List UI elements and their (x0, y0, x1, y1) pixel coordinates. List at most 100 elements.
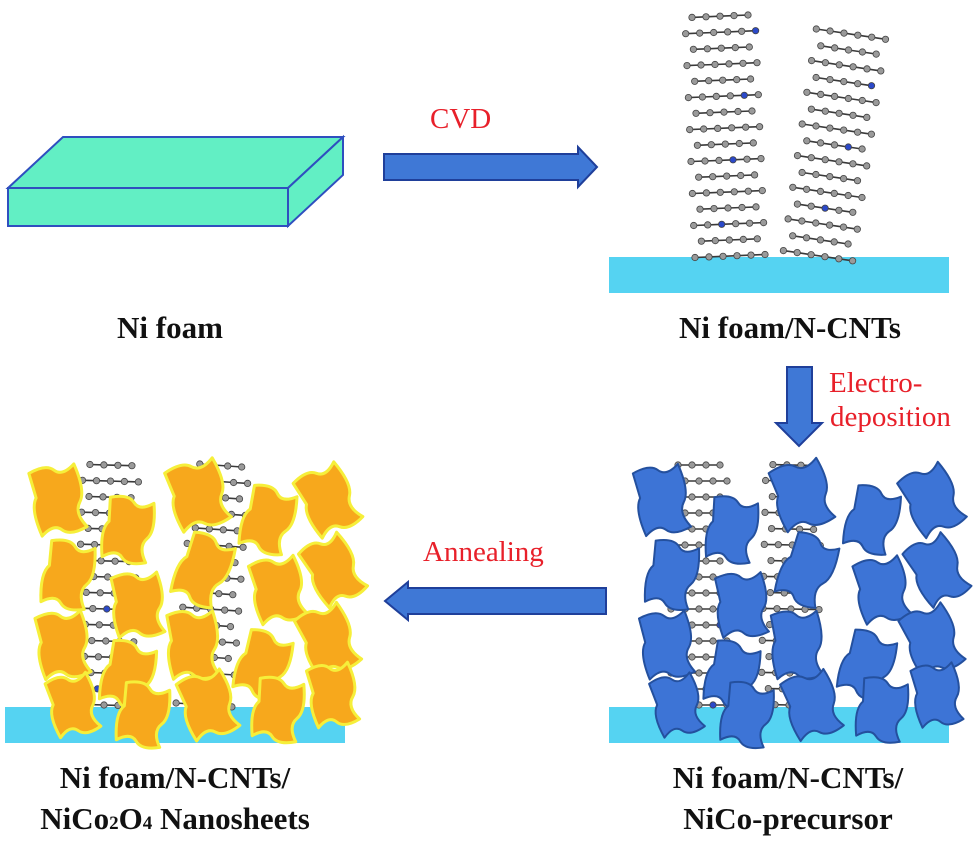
carbon-atom (696, 29, 704, 37)
carbon-atom (840, 29, 848, 37)
nanosheet (169, 530, 237, 610)
carbon-atom (701, 157, 709, 165)
ni-foam-ncnts-label: Ni foam/N-CNTs (679, 310, 901, 345)
nanosheet (163, 456, 233, 534)
nitrogen-atom (729, 156, 737, 164)
carbon-atom (688, 189, 697, 198)
final-formula-sub1: 2 (109, 812, 119, 834)
cvd-arrow (383, 144, 599, 190)
carbon-atom (753, 235, 761, 243)
carbon-atom (230, 478, 238, 487)
final-formula-part2: O (118, 800, 143, 836)
nanosheet (719, 680, 775, 750)
final-formula-part1: NiCo (40, 800, 110, 836)
carbon-atom (840, 126, 848, 134)
carbon-atom (689, 45, 698, 53)
carbon-atom (802, 185, 811, 193)
carbon-atom (724, 28, 732, 36)
carbon-atom (830, 238, 838, 246)
nanosheet (896, 460, 968, 540)
carbon-atom (789, 183, 797, 191)
carbon-atom (757, 155, 765, 163)
nanosheet (246, 553, 310, 627)
carbon-atom (716, 557, 724, 565)
carbon-atom (721, 140, 729, 148)
carbon-atom (232, 639, 240, 647)
carbon-atom (94, 653, 103, 661)
carbon-atom (99, 493, 107, 501)
nanosheet (296, 530, 370, 610)
carbon-atom (849, 111, 857, 119)
carbon-atom (830, 141, 839, 149)
carbon-atom (684, 94, 693, 102)
nitrogen-atom (867, 82, 876, 90)
carbon-atom (817, 90, 825, 99)
carbon-atom (97, 557, 105, 565)
carbon-atom (881, 35, 890, 43)
carbon-atom (767, 556, 775, 565)
carbon-atom (844, 191, 852, 200)
carbon-atom (237, 575, 245, 583)
carbon-atom (705, 77, 713, 85)
carbon-atom (719, 252, 727, 260)
carbon-atom (106, 477, 115, 485)
carbon-atom (743, 155, 751, 163)
carbon-atom (848, 257, 857, 265)
carbon-atom (753, 59, 761, 67)
carbon-atom (702, 189, 711, 197)
ni-foam-block (5, 134, 346, 229)
carbon-atom (239, 543, 247, 551)
carbon-atom (807, 251, 815, 259)
carbon-atom (682, 30, 690, 38)
nanosheet (637, 609, 697, 681)
carbon-atom (854, 80, 862, 88)
carbon-atom (807, 105, 816, 113)
carbon-atom (688, 493, 696, 501)
carbon-atom (750, 171, 759, 179)
nanosheet (901, 531, 973, 609)
carbon-atom (863, 113, 871, 122)
carbon-atom (835, 206, 843, 214)
carbon-atom (803, 88, 811, 96)
electrodeposition-arrow (773, 366, 825, 448)
carbon-atom (710, 205, 718, 213)
carbon-atom (737, 171, 745, 180)
carbon-atom (816, 139, 825, 147)
carbon-atom (732, 220, 740, 228)
carbon-atom (812, 170, 820, 179)
carbon-atom (693, 141, 702, 149)
nanosheet (174, 667, 242, 743)
carbon-atom (858, 48, 867, 56)
carbon-atom (793, 152, 802, 160)
carbon-atom (687, 157, 695, 166)
nanosheet (304, 660, 362, 730)
nanosheet (27, 462, 89, 538)
carbon-atom (749, 139, 757, 147)
nanosheet (43, 670, 103, 740)
carbon-atom (755, 123, 764, 131)
carbon-atom (830, 92, 839, 101)
carbon-atom (840, 78, 848, 86)
carbon-atom (812, 25, 820, 33)
carbon-atom (767, 524, 776, 533)
carbon-atom (716, 461, 724, 469)
annealing-arrow (383, 579, 607, 623)
carbon-atom (731, 43, 739, 52)
carbon-atom (702, 13, 710, 21)
carbon-atom (702, 557, 710, 565)
carbon-atom (826, 173, 834, 181)
nanosheet (841, 484, 903, 556)
carbon-atom (789, 232, 797, 240)
carbon-atom (697, 61, 705, 69)
nanosheet (109, 570, 167, 640)
substrate-ncnts (609, 257, 949, 293)
carbon-atom (816, 236, 825, 244)
nanosheet (704, 495, 760, 565)
carbon-atom (809, 525, 818, 534)
carbon-atom (754, 91, 762, 99)
carbon-atom (702, 621, 710, 629)
carbon-atom (711, 237, 719, 245)
carbon-atom (712, 92, 720, 101)
carbon-atom (120, 477, 129, 486)
nanosheet (291, 460, 365, 540)
